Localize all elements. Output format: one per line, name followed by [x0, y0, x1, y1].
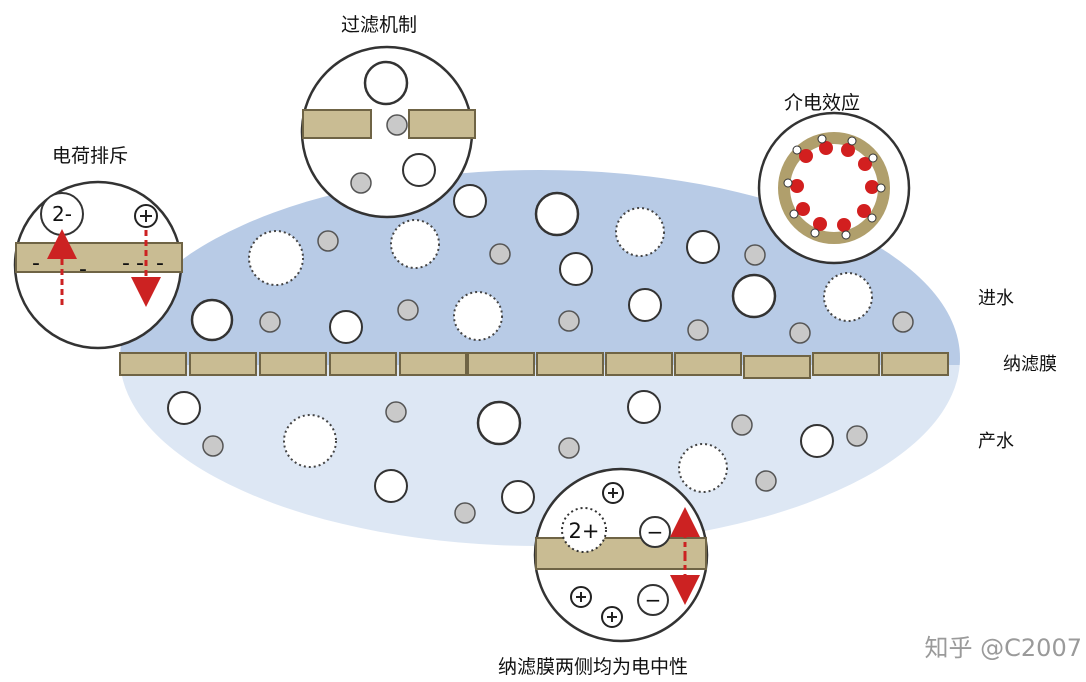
- divalent-cation: [561, 507, 607, 553]
- nf-membrane-label: 纳滤膜: [1003, 354, 1057, 375]
- svg-text:-: -: [79, 257, 87, 282]
- electroneutral-label: 纳滤膜两侧均为电中性: [498, 656, 689, 678]
- nf-membrane-strip: [119, 352, 949, 379]
- product-particles: [167, 390, 868, 524]
- water-molecules-ring: [783, 134, 886, 240]
- charge-repulsion-inset: 2- - - - - -: [13, 180, 183, 350]
- filtration-label: 过滤机制: [341, 14, 418, 36]
- feed-water-label: 进水: [978, 288, 1014, 309]
- svg-text:-: -: [32, 251, 40, 276]
- watermark: 知乎 @C2007: [924, 634, 1082, 662]
- anion-top-label: −: [647, 520, 664, 544]
- filtration-inset: [300, 45, 476, 219]
- surface-negative-charges: - - - - -: [32, 251, 164, 282]
- svg-text:-: -: [122, 251, 130, 276]
- charge-repulsion-label: 电荷排斥: [52, 145, 129, 167]
- divalent-cation-label: 2+: [569, 519, 600, 543]
- svg-text:-: -: [156, 251, 164, 276]
- divalent-anion-label: 2-: [52, 202, 72, 226]
- dielectric-label: 介电效应: [784, 92, 861, 114]
- anion-bottom-label: −: [645, 588, 662, 612]
- dielectric-inset: [757, 111, 911, 265]
- svg-text:-: -: [136, 251, 144, 276]
- product-water-label: 产水: [978, 431, 1014, 452]
- electroneutral-inset: 2+ − −: [533, 467, 709, 643]
- product-water-region: [120, 365, 960, 546]
- feed-particles: [190, 184, 914, 344]
